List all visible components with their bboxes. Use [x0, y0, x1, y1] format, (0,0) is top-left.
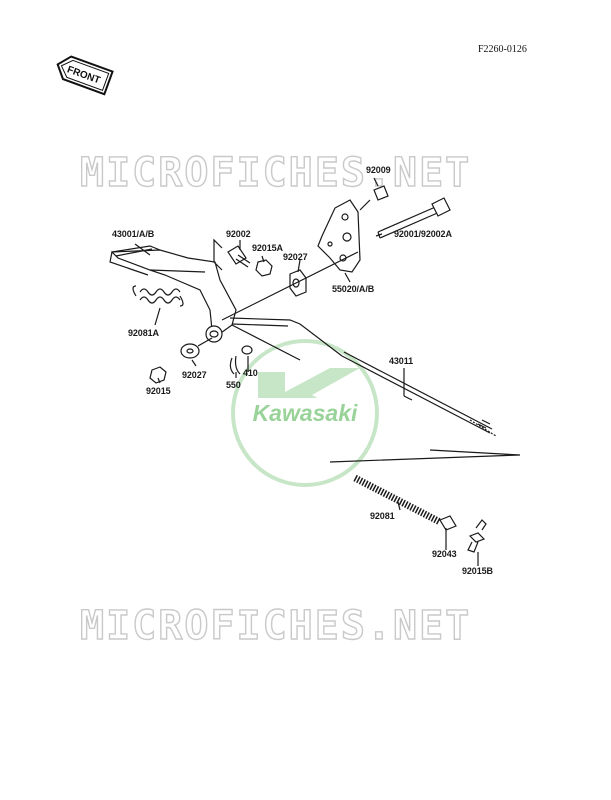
label-92009: 92009 — [366, 165, 391, 175]
label-92015a: 92015A — [252, 243, 283, 253]
label-92081: 92081 — [370, 511, 395, 521]
label-92002: 92002 — [226, 229, 251, 239]
spring-92081a — [139, 288, 181, 296]
spring-92081 — [353, 474, 442, 526]
collar-92027-top — [289, 269, 307, 297]
label-92015b: 92015B — [462, 566, 493, 576]
watermark-bottom: MICROFICHES.NET — [79, 602, 472, 649]
brake-pedal-arm — [110, 249, 237, 336]
label-92081a: 92081A — [128, 328, 159, 338]
collar-92043 — [439, 515, 457, 531]
label-92015: 92015 — [146, 386, 171, 396]
label-92001: 92001/92002A — [394, 229, 452, 239]
kawasaki-logo — [231, 339, 379, 487]
figure-id: F2260-0126 — [478, 44, 527, 55]
brake-rod — [229, 317, 343, 357]
bracket-55020 — [317, 199, 361, 273]
label-55020: 55020/A/B — [332, 284, 375, 294]
nut-92015 — [149, 366, 167, 384]
cotter-pin-550 — [229, 355, 241, 375]
washer-410 — [241, 345, 253, 355]
linework — [109, 177, 521, 566]
washer-92027 — [180, 343, 200, 359]
nut-92015a — [255, 259, 273, 277]
label-43011: 43011 — [389, 356, 414, 366]
label-92027-bot: 92027 — [182, 370, 207, 380]
label-92043: 92043 — [432, 549, 457, 559]
front-arrow-badge: FRONT — [56, 55, 114, 96]
bolt-92001 — [377, 204, 441, 233]
bolt-92002 — [227, 245, 247, 265]
label-43001: 43001/A/B — [112, 229, 155, 239]
label-410: 410 — [243, 368, 258, 378]
kawasaki-logo-text: Kawasaki — [252, 400, 358, 426]
label-92027-top: 92027 — [283, 252, 308, 262]
watermark-top: MICROFICHES.NET — [79, 149, 472, 196]
bolt-92009 — [373, 185, 389, 201]
wing-nut-92015b — [467, 519, 487, 553]
label-550: 550 — [226, 380, 241, 390]
